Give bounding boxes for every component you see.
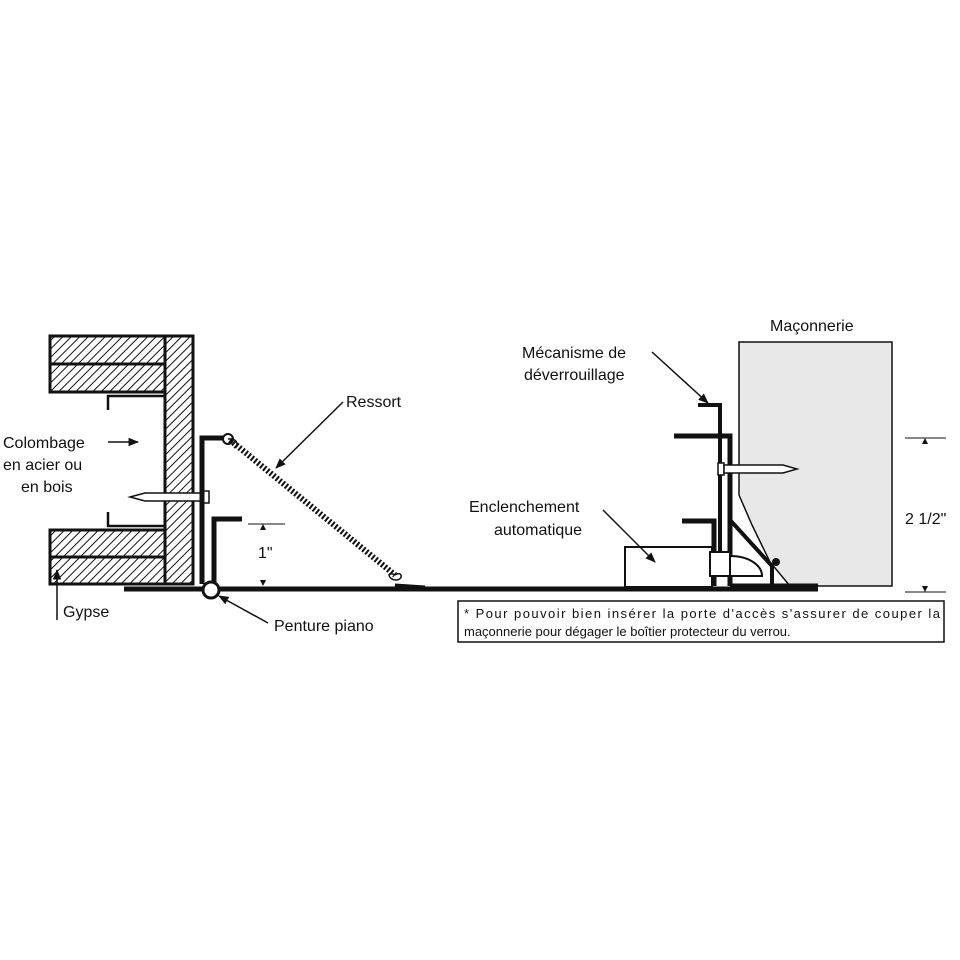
depth-dimension: [905, 437, 946, 593]
auto-latch: [624, 546, 780, 588]
installation-note: * Pour pouvoir bien insérer la porte d'a…: [457, 600, 945, 643]
wall-section: [48, 334, 210, 586]
hinge-arrow: [218, 595, 269, 624]
latch-label-line2: automatique: [494, 522, 582, 539]
piano-hinge-label: Penture piano: [274, 618, 374, 635]
gypsum-board-bottom: [48, 528, 167, 559]
latch-arrow: [602, 509, 656, 563]
door-frame-left: [199, 435, 242, 584]
mounting-screw: [127, 490, 210, 504]
gypsum-board-bottom-2: [48, 555, 167, 586]
note-line2: maçonnerie pour dégager le boîtier prote…: [464, 624, 791, 639]
gypsum-board-vertical: [163, 334, 195, 586]
masonry-label: Maçonnerie: [770, 318, 854, 335]
steel-stud: [106, 394, 167, 528]
release-arrow: [651, 351, 709, 404]
gypsum-board-top-2: [48, 362, 167, 394]
gypsum-board-top: [48, 334, 167, 366]
unlock-screw: [717, 462, 800, 476]
gap-dimension: [248, 523, 285, 586]
note-line1: * Pour pouvoir bien insérer la porte d'a…: [464, 606, 941, 621]
spring: [222, 433, 426, 589]
stud-label-line1: Colombage: [3, 435, 85, 452]
depth-label: 2 1/2": [905, 511, 946, 528]
spring-label: Ressort: [346, 394, 402, 411]
stud-label-line2: en acier ou: [3, 457, 82, 474]
gap-label: 1": [258, 545, 273, 562]
release-label-line1: Mécanisme de: [522, 345, 626, 362]
release-label-line2: déverrouillage: [524, 367, 625, 384]
stud-label-line3: en bois: [21, 479, 73, 496]
latch-label-line1: Enclenchement: [469, 499, 580, 516]
piano-hinge: [201, 580, 221, 600]
gypsum-label: Gypse: [63, 604, 109, 621]
spring-arrow: [275, 401, 344, 469]
masonry-block: [738, 341, 893, 587]
